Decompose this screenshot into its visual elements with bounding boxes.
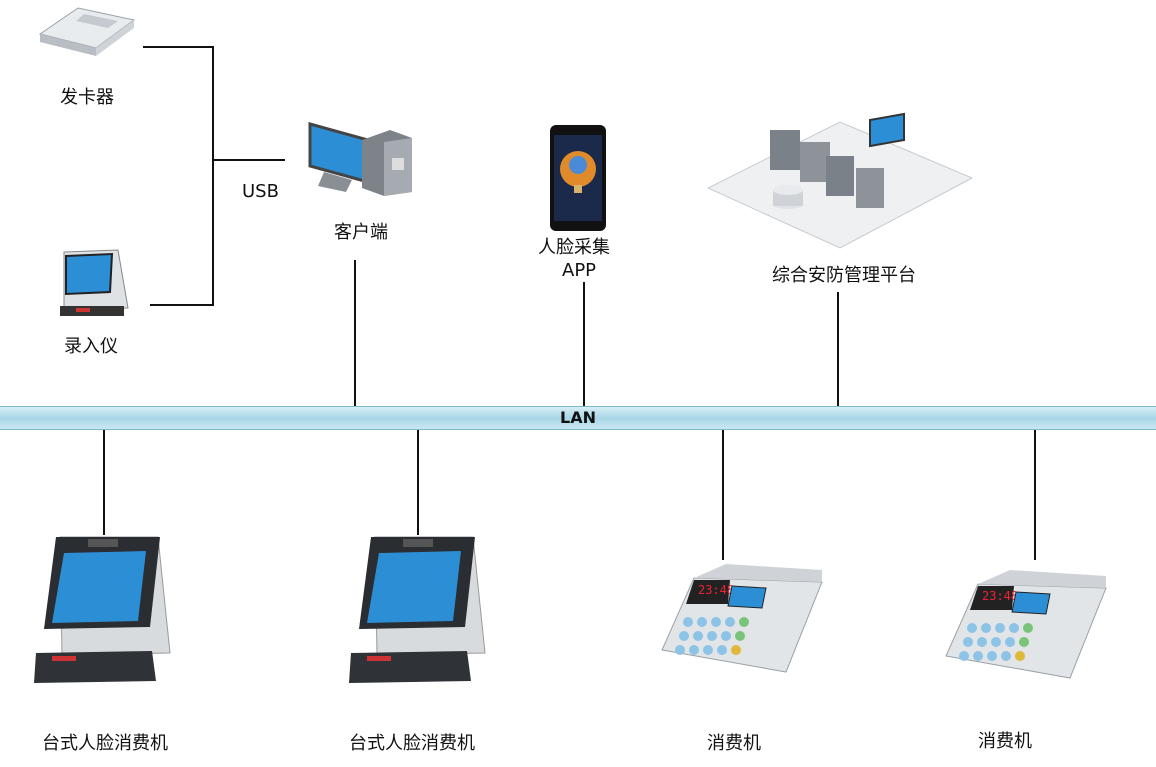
pos-terminal-1-label: 消费机: [707, 733, 761, 754]
pos-1-display-time: 23:48: [698, 583, 734, 597]
desktop-face-terminal-2-label: 台式人脸消费机: [349, 733, 475, 754]
desktop-face-terminal-2-icon: [349, 536, 486, 683]
smartphone-icon: [550, 125, 606, 231]
pos-terminal-1-icon: 23:48: [661, 564, 823, 673]
platform-label: 综合安防管理平台: [772, 265, 916, 286]
client-pc-icon: [308, 122, 412, 196]
pos-terminal-2-label: 消费机: [978, 731, 1032, 752]
card-issuer-icon: [38, 7, 136, 56]
enroller-icon: [60, 249, 129, 316]
lan-label: LAN: [560, 408, 596, 427]
lan-bus: [0, 406, 1156, 430]
enroller-label: 录入仪: [64, 336, 118, 357]
pos-terminal-2-icon: 23:48: [945, 570, 1107, 679]
usb-label: USB: [242, 181, 279, 202]
client-label: 客户端: [334, 222, 388, 243]
card-issuer-label: 发卡器: [60, 87, 114, 108]
platform-server-icon: [708, 112, 972, 249]
usb-bracket-line: [143, 46, 214, 306]
desktop-face-terminal-1-label: 台式人脸消费机: [42, 733, 168, 754]
face-app-label-2: APP: [562, 260, 597, 281]
desktop-face-terminal-1-icon: [34, 536, 171, 683]
face-app-label-1: 人脸采集: [538, 237, 610, 258]
pos-2-display-time: 23:48: [982, 589, 1018, 603]
